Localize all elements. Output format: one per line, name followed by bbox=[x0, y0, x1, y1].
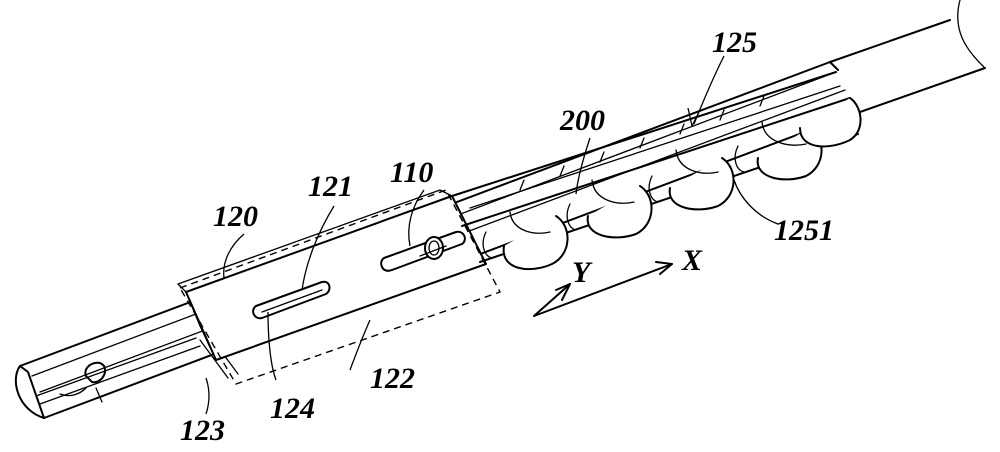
left-groove bbox=[36, 336, 238, 404]
label-123: 123 bbox=[180, 414, 225, 447]
label-121: 121 bbox=[308, 170, 353, 203]
label-axis-y: Y bbox=[572, 256, 593, 289]
label-1251: 1251 bbox=[774, 214, 834, 247]
y-axis-arrow bbox=[534, 284, 570, 316]
coordinate-axes bbox=[534, 262, 672, 316]
label-125: 125 bbox=[712, 26, 757, 59]
elongated-body bbox=[16, 0, 985, 418]
reference-labels: 120 121 110 200 125 1251 122 123 124 Y X bbox=[180, 26, 834, 447]
label-axis-x: X bbox=[681, 244, 703, 277]
leader-lines bbox=[206, 56, 778, 414]
label-120: 120 bbox=[213, 200, 258, 233]
label-124: 124 bbox=[270, 392, 315, 425]
label-200: 200 bbox=[559, 104, 605, 137]
label-122: 122 bbox=[370, 362, 415, 395]
label-110: 110 bbox=[390, 156, 433, 189]
x-axis-arrow bbox=[534, 264, 672, 316]
